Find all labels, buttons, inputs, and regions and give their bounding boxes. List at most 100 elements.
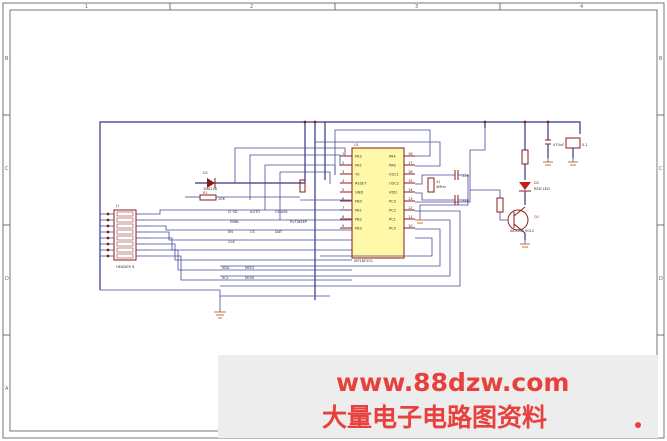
- row-label-d-right: D: [659, 276, 663, 282]
- mcu-right-pin-number: 12: [408, 206, 413, 210]
- row-label-c: C: [5, 166, 9, 172]
- net-label: DAT: [275, 230, 283, 234]
- connector-pin-dot: [106, 218, 110, 222]
- resistor-r1-value: 10K: [218, 197, 226, 201]
- col-label-1: 1: [85, 4, 88, 10]
- transistor-ref-label: Q1: [534, 215, 539, 219]
- mcu-left-pin-number: 7: [342, 206, 344, 210]
- connector-pin-slot: [116, 253, 134, 259]
- net-label: MISO: [245, 266, 254, 270]
- resistor-small: [299, 179, 306, 193]
- connector-pin-dot: [106, 224, 110, 228]
- connector-pin-dot: [106, 254, 110, 258]
- row-label-b: B: [5, 56, 9, 62]
- ground-1: [214, 300, 226, 319]
- bus-wire: [148, 255, 352, 281]
- mcu-right-pin-label: PA4: [389, 154, 396, 158]
- diode-ref-label: D1: [203, 171, 208, 175]
- mcu-left-pin-number: 3: [342, 170, 344, 174]
- connector-pin-slot: [116, 247, 134, 253]
- connector-ref-label: J1: [115, 204, 119, 208]
- mcu-left-pin-number: 5: [342, 188, 344, 192]
- led-part-label: RED LED: [534, 187, 550, 191]
- connector-pin-slot: [116, 217, 134, 223]
- mcu-left-pin-label: PB1: [355, 208, 362, 212]
- row-label-b-right: B: [659, 56, 663, 62]
- mcu-right-pin-number: 18: [408, 152, 413, 156]
- mcu-left-pin-number: 8: [342, 215, 345, 219]
- mcu-ref-label: U1: [354, 143, 359, 147]
- net-label: PVT/BEEP: [290, 220, 308, 224]
- col-label-3: 3: [415, 4, 418, 10]
- bus-wire: [148, 231, 352, 241]
- connector-part-label: HEADER 8: [116, 265, 135, 269]
- column-ruler: 1 2 3 4: [85, 3, 583, 10]
- mcu-right-pin-label: PA6: [389, 163, 396, 167]
- mcu-left-pin-number: 2: [342, 161, 344, 165]
- mcu-right-pin-number: 11: [408, 215, 413, 219]
- led-driver-circuit: D2 RED LED Q1 S8550B 9012 470uF 0.1: [470, 137, 588, 240]
- bus-wire: [148, 249, 352, 271]
- watermark-background: [218, 355, 658, 438]
- diode-d1: D1 1N4148 10K R1: [185, 171, 306, 201]
- row-ruler: B C D A B C D: [3, 56, 664, 392]
- mcu-right-pin-group: PA418PA617OSC116OSC215VDD14PC313PC212PC1…: [389, 152, 415, 230]
- resistor-r1: [199, 194, 217, 201]
- mcu-left-pin-number: 4: [342, 179, 345, 183]
- mcu-right-pin-label: PC3: [389, 199, 396, 203]
- connector-body: [113, 209, 137, 261]
- mcu-right-pin-number: 15: [408, 179, 413, 183]
- mcu-right-pin-label: PC1: [389, 217, 396, 221]
- mcu-right-pin-label: PC0: [389, 226, 397, 230]
- connector-pin-slot: [116, 229, 134, 235]
- net-label: CS: [250, 230, 256, 234]
- crystal-ref-label: X1: [436, 180, 441, 184]
- mcu-left-pin-label: PA5: [355, 163, 362, 167]
- ground-bus-wire: [100, 289, 221, 300]
- crystal-body: [427, 177, 435, 193]
- mcu-right-pin-number: 16: [408, 170, 413, 174]
- col-label-2: 2: [250, 4, 253, 10]
- watermark-dot: [635, 422, 641, 428]
- cap-c-label: 470uF: [553, 143, 564, 147]
- cap-b-label: 22P: [462, 199, 470, 203]
- mcu-right-wiring: [220, 128, 486, 287]
- net-label: EN: [228, 230, 233, 234]
- bus-wire: [148, 209, 352, 215]
- mcu-left-pin-number: 6: [342, 197, 345, 201]
- connector-pin-slot: [116, 211, 134, 217]
- connector-pin-dot: [106, 230, 110, 234]
- net-label: AUTO: [250, 210, 260, 214]
- bus-wire: [148, 243, 352, 261]
- mcu-body: [351, 147, 405, 259]
- crystal-x1: X1 4MHz 22P 22P: [419, 170, 470, 215]
- connector-pin-group: [100, 211, 148, 259]
- mcu-right-pin-number: 14: [408, 188, 413, 192]
- mcu-left-pin-label: PB0: [355, 199, 363, 203]
- mcu-right-pin-label: PC2: [389, 208, 396, 212]
- connector-pin-slot: [116, 223, 134, 229]
- mcu-left-pin-label: PB3: [355, 226, 362, 230]
- mcu-right-pin-number: 10: [408, 224, 413, 228]
- mcu-right-pin-label: OSC1: [389, 172, 399, 176]
- net-label: CMASK: [275, 210, 288, 214]
- mcu-left-pin-label: T0: [354, 172, 360, 176]
- base-resistor: [496, 197, 504, 213]
- connector-pin-dot: [106, 242, 110, 246]
- ground-3: [520, 240, 530, 248]
- resistor-r1-ref: R1: [203, 191, 208, 195]
- net-label: CLK: [228, 240, 236, 244]
- diode-part-label: 1N4148: [203, 187, 218, 191]
- net-label: SCL: [222, 276, 229, 280]
- connector-pin-dot: [106, 212, 110, 216]
- mcu-left-pin-label: RESET: [355, 181, 367, 185]
- led-d2: [519, 182, 531, 190]
- net-label: ENBL: [230, 220, 239, 224]
- mcu-right-pin-number: 13: [408, 197, 413, 201]
- net-label: SDA: [222, 266, 230, 270]
- watermark-cn: 大量电子电路图资料: [322, 403, 547, 432]
- net-label: I2 SD: [228, 210, 238, 214]
- bus-wires: [100, 209, 352, 300]
